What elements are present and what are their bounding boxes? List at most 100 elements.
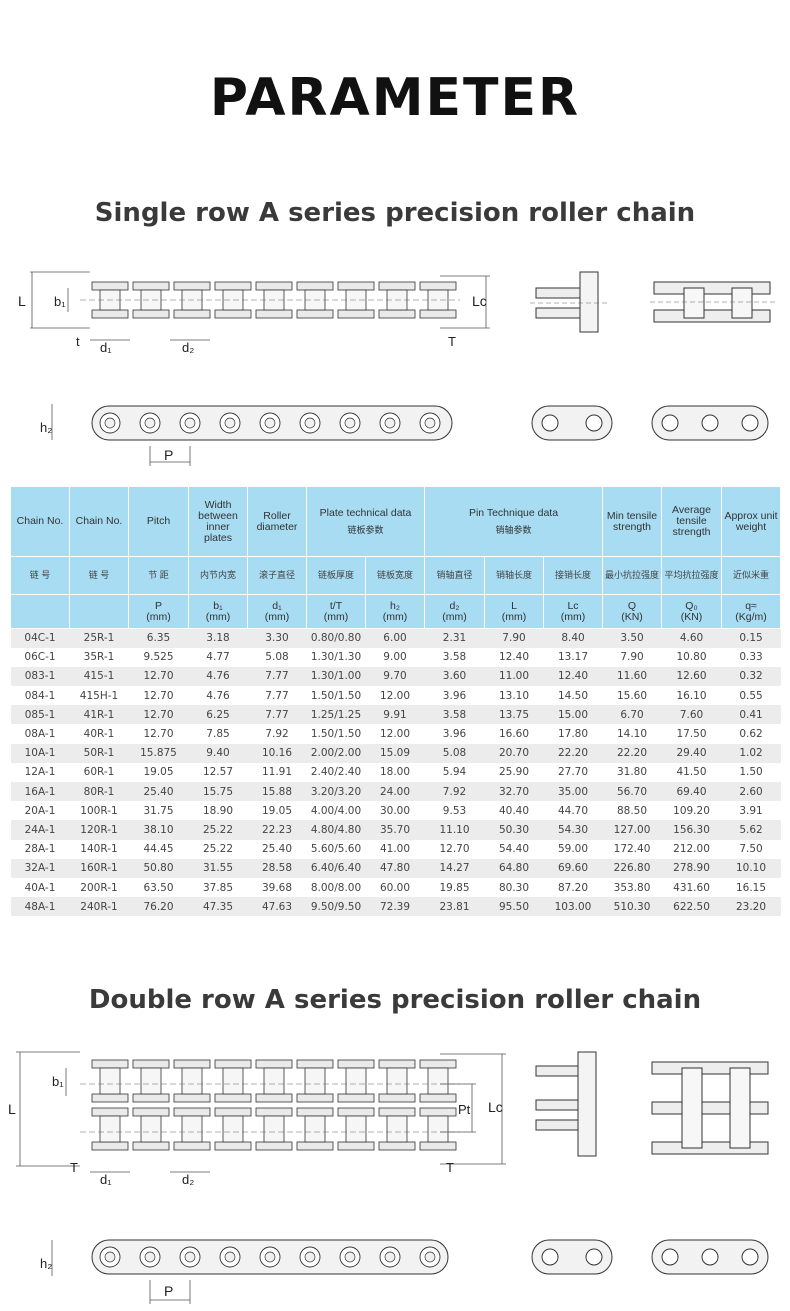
- cell-plate-width: 9.70: [365, 666, 425, 687]
- single-row-top-view-diagram: L b₁ Lc T t d₁ d₂: [18, 271, 776, 354]
- cell-pin-length: 12.40: [484, 647, 544, 667]
- cell-width: 9.40: [188, 743, 248, 763]
- cell-pin-lc: 12.40: [543, 666, 603, 687]
- cell-weight: 1.50: [721, 762, 781, 782]
- cell-pitch: 50.80: [128, 858, 189, 878]
- cell-pitch: 76.20: [128, 897, 189, 917]
- col-width-unit: b₁(mm): [188, 594, 248, 629]
- cell-pitch: 31.75: [128, 801, 189, 821]
- cell-pin-diameter: 23.81: [424, 897, 485, 917]
- col-chain-no: Chain No.: [10, 486, 70, 557]
- col-min-tensile-unit: Q(KN): [602, 594, 663, 629]
- cell-pitch: 12.70: [128, 724, 189, 744]
- col-pin-dia-unit: d₂(mm): [424, 594, 485, 629]
- col-chain-no-2: Chain No.: [69, 486, 129, 557]
- chain-top-view: L b₁ Lc T t d₁ d₂: [18, 271, 490, 354]
- cell-pin-length: 13.10: [484, 686, 544, 706]
- cell-min-tensile: 14.10: [602, 724, 662, 744]
- cell-plate-width: 24.00: [365, 782, 425, 802]
- cell-plate-width: 35.70: [365, 820, 425, 840]
- cell-pin-diameter: 11.10: [424, 820, 485, 840]
- col-plate-width-zh: 链板宽度: [365, 556, 425, 595]
- cell-chain-no-2: 60R-1: [69, 762, 129, 782]
- label-L-double: L: [8, 1101, 16, 1117]
- cell-chain-no-2: 160R-1: [69, 858, 129, 878]
- cell-chain-no: 12A-1: [10, 762, 70, 782]
- section-title-single-row: Single row A series precision roller cha…: [94, 198, 696, 228]
- chain-end-view-1: [530, 271, 610, 333]
- cell-pin-length: 16.60: [484, 724, 544, 744]
- cell-plate-width: 15.09: [365, 743, 425, 763]
- cell-min-tensile: 22.20: [602, 743, 662, 763]
- cell-pin-length: 50.30: [484, 820, 544, 840]
- cell-roller: 7.77: [247, 666, 307, 687]
- cell-pin-lc: 59.00: [543, 839, 603, 859]
- cell-pin-lc: 8.40: [543, 628, 603, 648]
- cell-pin-diameter: 5.08: [424, 743, 485, 763]
- cell-width: 6.25: [188, 705, 248, 725]
- cell-avg-tensile: 156.30: [661, 820, 722, 840]
- col-weight-unit: q≈(Kg/m): [721, 594, 782, 629]
- cell-plate-width: 18.00: [365, 762, 425, 782]
- cell-chain-no-2: 50R-1: [69, 743, 129, 763]
- cell-pin-length: 25.90: [484, 762, 544, 782]
- double-row-side-view-diagram: h₂ P: [40, 1239, 769, 1304]
- col-avg-tensile: Average tensile strength: [661, 486, 723, 557]
- col-width: Width between inner plates: [188, 486, 248, 557]
- col-pin: Pin Technique data 销轴参数: [423, 486, 604, 557]
- cell-weight: 0.41: [721, 705, 781, 725]
- label-h2-double: h₂: [40, 1256, 52, 1271]
- cell-pin-lc: 14.50: [543, 686, 603, 706]
- cell-pin-lc: 35.00: [543, 782, 603, 802]
- cell-chain-no: 20A-1: [10, 801, 70, 821]
- double-end-view-2: [651, 1061, 769, 1155]
- cell-weight: 5.62: [721, 820, 781, 840]
- label-T: T: [448, 334, 456, 349]
- cell-plate-thickness: 6.40/6.40: [306, 858, 366, 878]
- cell-chain-no: 28A-1: [10, 839, 70, 859]
- cell-min-tensile: 127.00: [602, 820, 662, 840]
- cell-pitch: 44.45: [128, 839, 189, 859]
- label-P-double: P: [164, 1283, 173, 1299]
- col-plate-thick-unit: t/T(mm): [306, 594, 366, 629]
- cell-avg-tensile: 622.50: [661, 897, 722, 917]
- cell-plate-thickness: 5.60/5.60: [306, 839, 366, 859]
- cell-pin-length: 7.90: [484, 628, 544, 648]
- cell-width: 25.22: [188, 839, 248, 859]
- label-b1: b₁: [54, 294, 66, 309]
- cell-roller: 7.77: [247, 686, 307, 706]
- cell-min-tensile: 7.90: [602, 647, 662, 667]
- cell-plate-width: 41.00: [365, 839, 425, 859]
- col-min-tensile: Min tensile strength: [602, 486, 663, 557]
- cell-plate-width: 9.91: [365, 705, 425, 725]
- cell-weight: 16.15: [721, 877, 781, 898]
- cell-width: 3.18: [188, 628, 248, 648]
- cell-plate-width: 12.00: [365, 686, 425, 706]
- page-title: PARAMETER: [209, 68, 581, 128]
- cell-pin-length: 95.50: [484, 897, 544, 917]
- col-weight: Approx unit weight: [721, 486, 782, 557]
- col-weight-zh: 近似米重: [721, 556, 782, 595]
- cell-avg-tensile: 109.20: [661, 801, 722, 821]
- cell-weight: 0.33: [721, 647, 781, 667]
- cell-pin-length: 13.75: [484, 705, 544, 725]
- cell-pin-lc: 69.60: [543, 858, 603, 878]
- cell-width: 47.35: [188, 897, 248, 917]
- cell-plate-width: 72.39: [365, 897, 425, 917]
- cell-chain-no: 084-1: [10, 686, 70, 706]
- cell-chain-no-2: 120R-1: [69, 820, 129, 840]
- cell-chain-no-2: 140R-1: [69, 839, 129, 859]
- cell-width: 37.85: [188, 877, 248, 898]
- cell-chain-no-2: 80R-1: [69, 782, 129, 802]
- cell-pin-diameter: 3.96: [424, 686, 485, 706]
- cell-chain-no-2: 100R-1: [69, 801, 129, 821]
- cell-pin-diameter: 5.94: [424, 762, 485, 782]
- col-pin-dia-zh: 销轴直径: [424, 556, 485, 595]
